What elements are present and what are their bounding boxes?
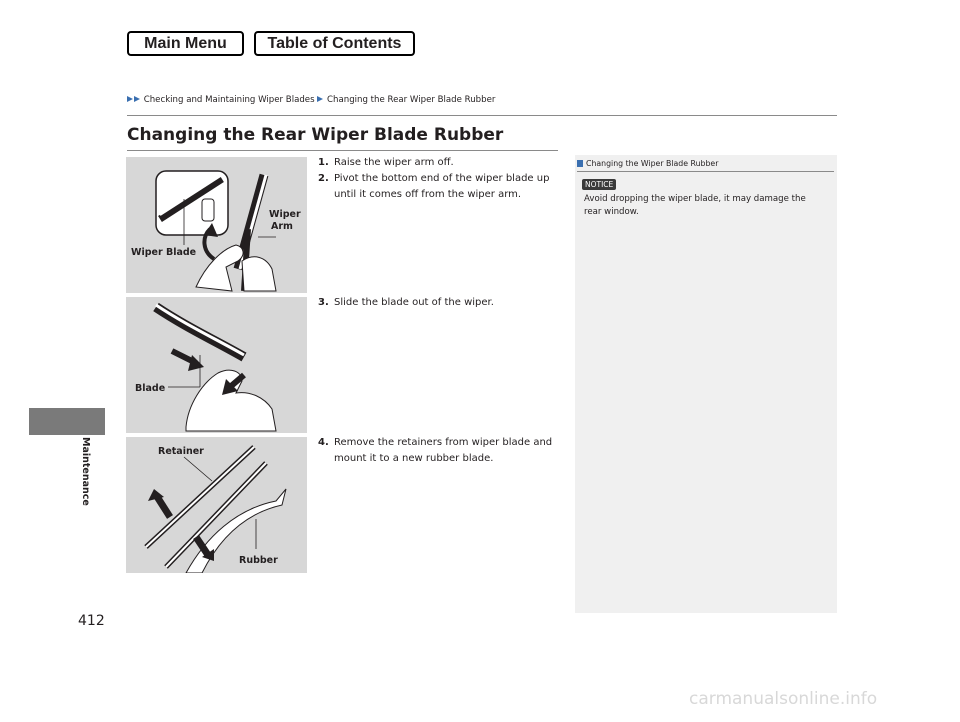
- header-divider: [127, 115, 837, 116]
- blade-highlight: [155, 303, 245, 357]
- page-number: 412: [78, 613, 105, 629]
- sidebar-notice-text: Avoid dropping the wiper blade, it may d…: [584, 193, 829, 219]
- sidebar-panel: [575, 155, 837, 613]
- figure-replace-rubber: Retainer Rubber: [126, 437, 307, 573]
- hand-left: [195, 244, 244, 292]
- step-text-continued: mount it to a new rubber blade.: [334, 452, 494, 464]
- hand-shape: [185, 369, 277, 432]
- step-number: 3.: [318, 297, 329, 308]
- sidebar-heading: Changing the Wiper Blade Rubber: [577, 159, 718, 168]
- sidebar-heading-text: Changing the Wiper Blade Rubber: [586, 159, 719, 168]
- arm-callout: Arm: [271, 221, 293, 232]
- step-text: Slide the blade out of the wiper.: [334, 297, 494, 308]
- step-text-continued: until it comes off from the wiper arm.: [334, 188, 522, 200]
- figure-slide-blade-out: Blade: [126, 297, 307, 433]
- remove-arrow-2: [193, 535, 211, 557]
- retainer-callout: Retainer: [158, 446, 204, 457]
- step-text: Remove the retainers from wiper blade an…: [334, 437, 553, 448]
- retainer-strip-2-highlight: [165, 462, 267, 568]
- slide-arrow-2-head: [222, 379, 238, 395]
- hand-right: [241, 256, 277, 292]
- wiper-arm-illustration: Wiper Blade Wiper Arm: [131, 170, 301, 292]
- inset-blade: [158, 176, 224, 222]
- section-tab-marker: [29, 408, 105, 435]
- blade-slide-illustration: Blade: [135, 302, 277, 432]
- blade-shape: [153, 302, 247, 362]
- breadcrumb-arrow-icon: [134, 96, 140, 102]
- sidebar-divider: [577, 171, 834, 172]
- breadcrumb-arrow-icon: [127, 96, 133, 102]
- leader-retainer: [183, 456, 213, 482]
- step-2: 2. Pivot the bottom end of the wiper blad…: [318, 171, 563, 202]
- wiper-blade-callout: Wiper Blade: [131, 247, 196, 258]
- wiper-callout: Wiper: [269, 209, 301, 220]
- breadcrumb-item-wiper-blades[interactable]: Checking and Maintaining Wiper Blades: [143, 95, 315, 105]
- page-title: Changing the Rear Wiper Blade Rubber: [127, 125, 504, 145]
- watermark: carmanualsonline.info: [689, 689, 878, 709]
- breadcrumb: Checking and Maintaining Wiper Blades Ch…: [127, 95, 495, 105]
- sidebar-text-line: Avoid dropping the wiper blade, it may d…: [584, 194, 806, 204]
- figure-raise-wiper-arm: Wiper Blade Wiper Arm: [126, 157, 307, 293]
- step-text: Pivot the bottom end of the wiper blade …: [334, 173, 550, 184]
- remove-arrow-1: [153, 493, 173, 519]
- remove-arrow-1-head: [148, 489, 164, 501]
- rubber-retainer-illustration: Retainer Rubber: [144, 445, 287, 573]
- title-underline: [127, 150, 558, 151]
- step-number: 2.: [318, 173, 329, 184]
- step-4: 4. Remove the retainers from wiper blade …: [318, 435, 563, 466]
- breadcrumb-arrow-icon: [317, 96, 324, 102]
- sidebar-text-line: rear window.: [584, 207, 639, 217]
- inset-clip: [201, 198, 215, 222]
- rotate-arrow-head: [204, 223, 218, 237]
- retainer-strip-1-highlight: [145, 446, 255, 548]
- rubber-callout: Rubber: [239, 555, 278, 566]
- step-text: Raise the wiper arm off.: [334, 157, 454, 168]
- reference-icon: [577, 160, 583, 167]
- inset-blade-highlight: [159, 174, 223, 216]
- notice-badge: NOTICE: [582, 179, 617, 190]
- step-3: 3. Slide the blade out of the wiper.: [318, 295, 563, 311]
- slide-arrow-2: [228, 372, 246, 390]
- breadcrumb-item-rear-wiper-rubber: Changing the Rear Wiper Blade Rubber: [327, 95, 496, 105]
- remove-arrow-2-head: [202, 549, 214, 561]
- step-number: 4.: [318, 437, 329, 448]
- step-1: 1. Raise the wiper arm off.: [318, 155, 563, 171]
- section-label: Maintenance: [80, 437, 91, 506]
- table-of-contents-button[interactable]: Table of Contents: [254, 31, 415, 56]
- step-number: 1.: [318, 157, 329, 168]
- main-menu-button[interactable]: Main Menu: [127, 31, 244, 56]
- blade-callout: Blade: [135, 383, 165, 394]
